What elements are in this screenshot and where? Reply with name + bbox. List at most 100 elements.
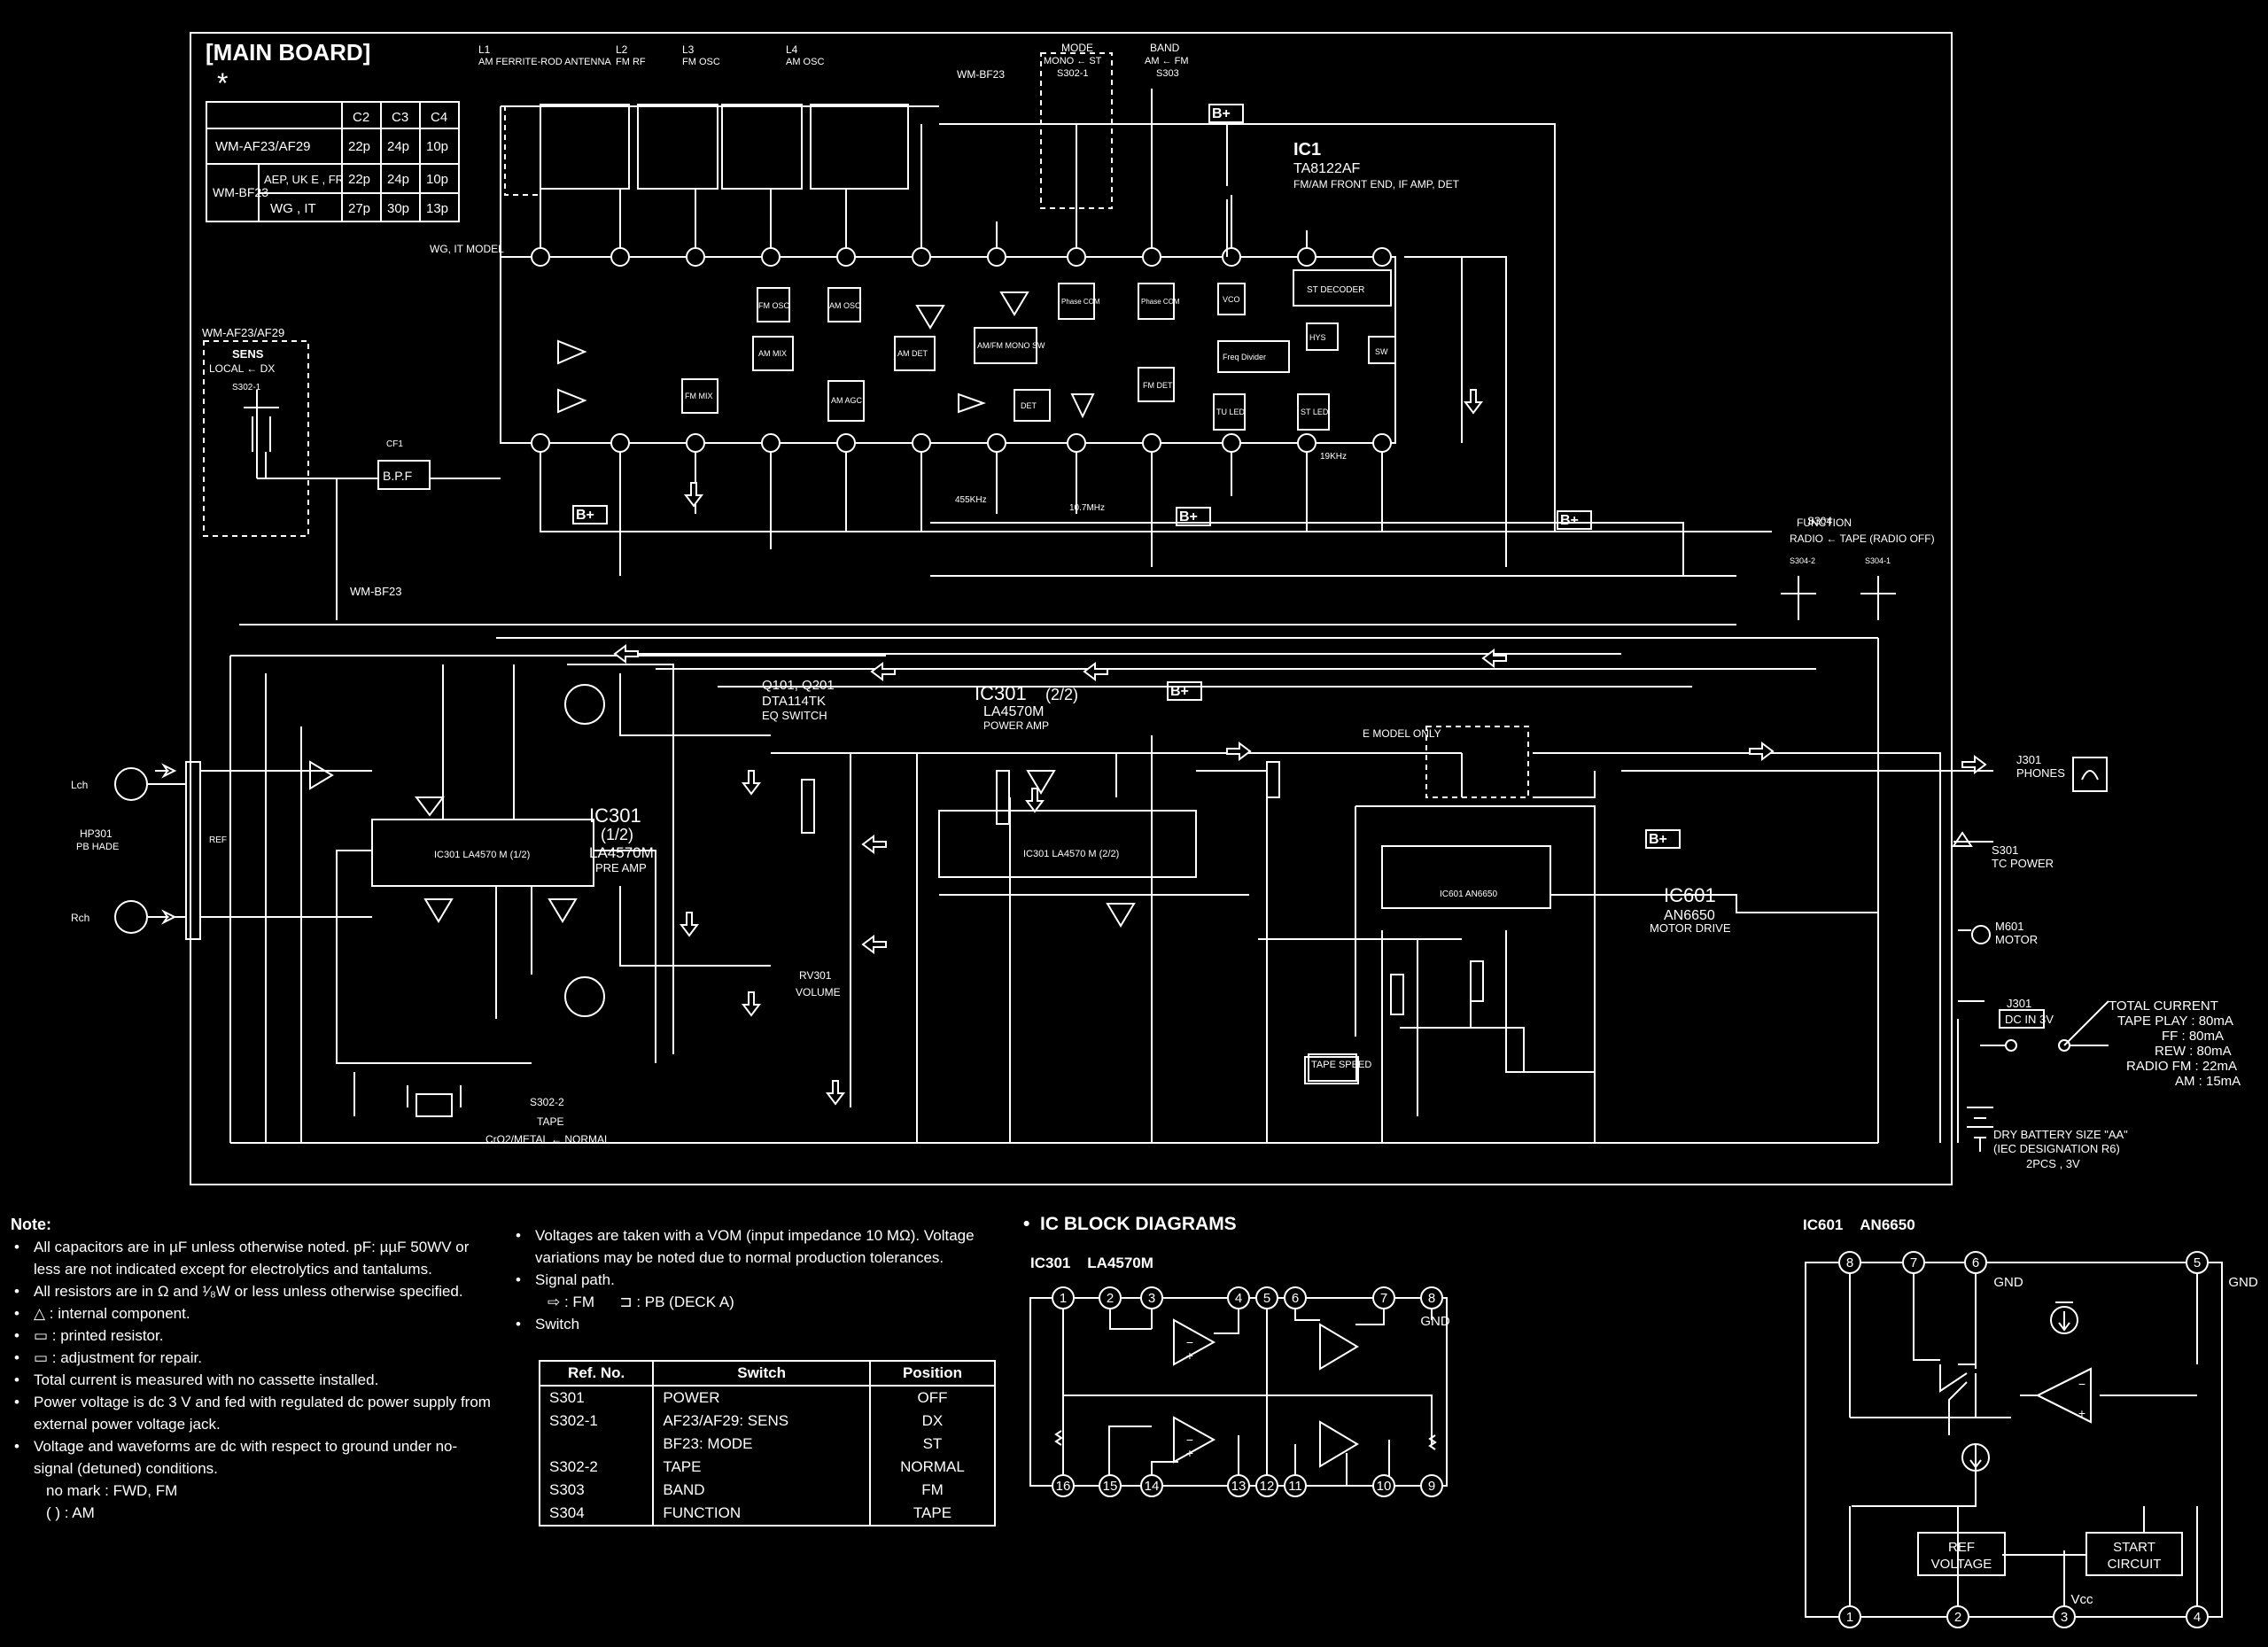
svg-text:S302-2: S302-2 (530, 1096, 564, 1108)
svg-text:AM/FM MONO SW: AM/FM MONO SW (977, 341, 1045, 350)
ferrite-box (504, 105, 541, 196)
svg-text:Vcc: Vcc (2070, 1592, 2093, 1607)
svg-text:AM DET: AM DET (897, 349, 928, 358)
svg-text:−: − (1186, 1433, 1193, 1447)
svg-text:J301: J301 (2007, 997, 2031, 1010)
svg-text:19KHz: 19KHz (1320, 452, 1347, 462)
asterisk-mark: * (217, 67, 228, 99)
svg-text:24p: 24p (387, 172, 409, 187)
svg-text:Freq Divider: Freq Divider (1223, 353, 1266, 361)
svg-text:13: 13 (1231, 1479, 1247, 1494)
svg-text:L1: L1 (478, 43, 491, 56)
svg-text:IC601 AN6650: IC601 AN6650 (1440, 890, 1497, 899)
svg-text:RV301: RV301 (799, 969, 832, 982)
svg-text:IC301 LA4570 M (1/2): IC301 LA4570 M (1/2) (434, 850, 530, 860)
svg-text:10.7MHz: 10.7MHz (1069, 503, 1105, 513)
svg-text:WM-AF23/AF29: WM-AF23/AF29 (215, 139, 311, 154)
ic601-block-diagram (1805, 1251, 2223, 1628)
note-item: ▭ : printed resistor. (11, 1325, 493, 1347)
svg-text:DTA114TK: DTA114TK (762, 694, 826, 709)
bpf-label: B.P.F (383, 469, 412, 483)
th-switch: Switch (653, 1362, 871, 1387)
svg-text:CIRCUIT: CIRCUIT (2108, 1557, 2162, 1572)
svg-text:2: 2 (1107, 1291, 1114, 1306)
mode-switch-box (1040, 52, 1113, 209)
svg-text:14: 14 (1145, 1479, 1160, 1494)
svg-text:8: 8 (1846, 1255, 1853, 1270)
svg-text:AM ← FM: AM ← FM (1145, 56, 1189, 66)
svg-text:GND: GND (2228, 1275, 2258, 1290)
svg-text:J301: J301 (2016, 753, 2041, 766)
ic1-desc: FM/AM FRONT END, IF AMP, DET (1293, 178, 1460, 190)
svg-text:27p: 27p (348, 201, 370, 216)
svg-text:BAND: BAND (1150, 42, 1180, 54)
svg-text:LA4570M: LA4570M (983, 704, 1045, 719)
ic1-ref: IC1 (1293, 140, 1321, 159)
note-item: Power voltage is dc 3 V and fed with reg… (11, 1391, 493, 1435)
svg-text:B+: B+ (1649, 832, 1667, 847)
bullet-icon: • (1023, 1214, 1041, 1234)
svg-text:POWER AMP: POWER AMP (983, 719, 1049, 732)
svg-text:S301: S301 (1992, 843, 2018, 857)
coil-l1-box (540, 104, 630, 190)
svg-text:FM MIX: FM MIX (685, 392, 713, 400)
svg-text:FF : 80mA: FF : 80mA (2162, 1029, 2224, 1044)
svg-text:Rch: Rch (71, 912, 89, 924)
svg-text:Phase COM: Phase COM (1141, 298, 1180, 306)
svg-text:C4: C4 (431, 110, 447, 125)
svg-text:6: 6 (1292, 1291, 1299, 1306)
svg-text:+: + (1186, 1348, 1193, 1363)
svg-text:Phase COM: Phase COM (1061, 298, 1100, 306)
svg-text:5: 5 (2194, 1255, 2201, 1270)
svg-text:S302-1: S302-1 (232, 383, 261, 392)
svg-text:C3: C3 (392, 110, 408, 125)
svg-text:7: 7 (1910, 1255, 1917, 1270)
svg-text:4: 4 (1235, 1291, 1242, 1306)
svg-text:AM MIX: AM MIX (758, 349, 787, 358)
svg-text:B+: B+ (1560, 513, 1579, 528)
note-item: Total current is measured with no casset… (11, 1369, 493, 1391)
svg-text:GND: GND (1993, 1275, 2023, 1290)
svg-text:1: 1 (1060, 1291, 1067, 1306)
th-position: Position (869, 1362, 994, 1387)
svg-text:455KHz: 455KHz (955, 495, 987, 505)
svg-text:REF: REF (1948, 1540, 1975, 1555)
svg-text:PB HADE: PB HADE (76, 842, 119, 852)
svg-text:WM-BF23: WM-BF23 (957, 68, 1005, 81)
svg-text:SENS: SENS (232, 347, 264, 361)
pb-arrow-icon: ⊐ (619, 1294, 633, 1310)
svg-text:(IEC DESIGNATION R6): (IEC DESIGNATION R6) (1993, 1142, 2120, 1155)
switch-heading: Switch (512, 1313, 995, 1335)
svg-text:2: 2 (1954, 1610, 1961, 1625)
svg-text:Q101, Q201: Q101, Q201 (762, 678, 835, 693)
coil-l3-box (721, 104, 803, 190)
main-board-frame (190, 32, 1953, 1185)
svg-text:REF: REF (209, 835, 227, 845)
svg-text:DRY BATTERY SIZE "AA": DRY BATTERY SIZE "AA" (1993, 1128, 2128, 1141)
svg-text:−: − (2078, 1377, 2085, 1391)
svg-text:B+: B+ (576, 508, 594, 523)
svg-text:B+: B+ (1179, 509, 1198, 524)
note-item: Voltage and waveforms are dc with respec… (11, 1435, 493, 1480)
note-item: △ : internal component. (11, 1302, 493, 1325)
svg-text:9: 9 (1428, 1479, 1435, 1494)
svg-text:L3: L3 (682, 43, 695, 56)
svg-text:7: 7 (1380, 1291, 1387, 1306)
ic601-ref: IC601 (1664, 884, 1716, 906)
svg-text:TAPE PLAY : 80mA: TAPE PLAY : 80mA (2117, 1014, 2233, 1029)
svg-text:RADIO FM : 22mA: RADIO FM : 22mA (2126, 1059, 2237, 1074)
e-model-box (1425, 726, 1529, 798)
svg-text:B+: B+ (1212, 106, 1231, 121)
svg-text:11: 11 (1288, 1479, 1302, 1494)
svg-text:ST DECODER: ST DECODER (1307, 285, 1364, 295)
ic301-pre-body (371, 819, 594, 887)
svg-text:S304-1: S304-1 (1865, 556, 1891, 565)
ic301-pre-ref: IC301 (589, 804, 641, 827)
svg-text:+: + (2078, 1406, 2085, 1420)
wg-it-model-label: WG, IT MODEL (430, 243, 504, 255)
